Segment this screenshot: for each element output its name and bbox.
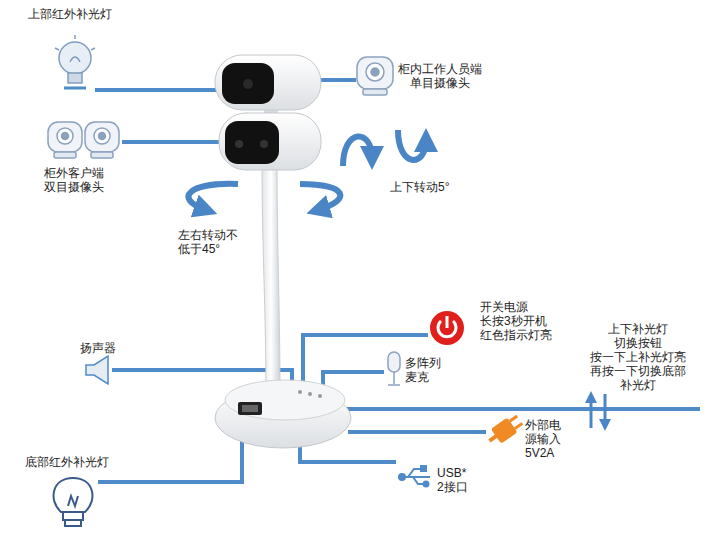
camera-icon	[54, 152, 76, 158]
device-body	[242, 405, 258, 412]
power-icon	[430, 311, 464, 345]
callout-label: 外部电 源输入 5V2A	[525, 418, 561, 460]
infrared-lamp-icon	[54, 478, 93, 512]
usb-icon	[399, 466, 430, 487]
device-body	[222, 63, 274, 104]
callout-label: 上下补光灯 切换按钮 按一下上补光灯亮 再按一下切换底部 补光灯	[590, 322, 686, 392]
rotation-arrow	[188, 184, 238, 210]
camera-icon	[366, 63, 384, 81]
usb-icon	[413, 477, 424, 484]
leader-line	[318, 78, 356, 82]
callout-label: 柜内工作人员端 单目摄像头	[398, 62, 482, 90]
leader-line	[98, 428, 242, 482]
rotation-arrow	[343, 136, 372, 166]
infrared-lamp-icon	[70, 57, 80, 62]
camera-icon	[48, 122, 82, 152]
device-body	[215, 55, 351, 448]
device-body	[260, 140, 268, 148]
infrared-lamp-icon	[64, 87, 86, 90]
microphone-icon	[393, 372, 395, 384]
camera-icon	[357, 57, 393, 95]
infrared-lamp-icon	[91, 48, 95, 50]
infrared-lamp-icon	[59, 42, 91, 74]
callout-label: 多阵列 麦克	[405, 356, 441, 384]
device-body	[318, 394, 322, 398]
device-body	[225, 380, 345, 420]
camera-icon	[48, 122, 119, 158]
infrared-lamp-icon	[68, 496, 78, 506]
switch-arrows	[591, 394, 605, 428]
microphone-icon	[388, 352, 400, 385]
device-body	[238, 402, 262, 415]
callout-label: 左右转动不 低于45°	[178, 228, 238, 256]
power-plug-icon	[488, 434, 498, 442]
callout-label: USB* 2接口	[437, 466, 468, 494]
usb-icon	[399, 474, 405, 480]
callout-label: 柜外客户端 双目摄像头	[44, 166, 104, 194]
camera-icon	[85, 122, 119, 152]
rotation-arrow	[188, 130, 426, 210]
device-body	[225, 121, 279, 164]
rotation-arrow	[398, 130, 426, 160]
camera-icon	[91, 152, 113, 158]
power-plug-icon	[484, 412, 525, 448]
usb-icon	[421, 466, 426, 471]
device-body	[215, 55, 321, 110]
leader-line	[348, 430, 486, 434]
switch-arrows	[590, 397, 593, 428]
camera-icon	[357, 57, 393, 89]
speaker-icon	[86, 356, 108, 384]
camera-icon	[371, 68, 379, 76]
infrared-lamp-icon	[55, 35, 95, 88]
device-body	[308, 392, 312, 396]
rotation-arrow	[300, 184, 340, 210]
infrared-lamp-icon	[65, 520, 81, 526]
camera-icon	[363, 89, 387, 95]
usb-icon	[424, 482, 429, 487]
infrared-lamp-icon	[54, 478, 93, 526]
power-plug-icon	[491, 417, 518, 443]
callout-label: 扬声器	[80, 341, 116, 355]
leader-line	[300, 446, 396, 462]
switch-arrows	[604, 394, 607, 425]
microphone-icon	[388, 352, 400, 372]
device-body	[243, 79, 253, 89]
leader-line	[320, 407, 700, 411]
infrared-lamp-icon	[74, 35, 76, 39]
camera-icon	[57, 128, 73, 144]
leader-line	[95, 88, 226, 92]
power-plug-icon	[509, 415, 518, 423]
callout-label: 上下转动5°	[390, 180, 449, 194]
leader-line	[122, 140, 230, 144]
power-icon	[430, 311, 464, 345]
usb-icon	[408, 469, 421, 477]
microphone-icon	[388, 384, 400, 386]
device-body	[219, 113, 321, 170]
speaker-icon	[86, 356, 108, 384]
camera-icon	[94, 128, 110, 144]
infrared-lamp-icon	[63, 512, 83, 520]
device-body	[262, 168, 280, 388]
camera-icon	[99, 133, 106, 140]
infrared-lamp-icon	[68, 73, 82, 83]
callout-label: 底部红外补光灯	[25, 455, 109, 469]
callout-label: 开关电源 长按3秒开机 红色指示灯亮	[480, 300, 552, 342]
device-body	[298, 390, 302, 394]
infrared-lamp-icon	[55, 48, 59, 50]
leader-line	[95, 80, 700, 482]
power-icon	[446, 316, 449, 328]
camera-icon	[62, 133, 69, 140]
power-plug-icon	[514, 422, 523, 430]
callout-label: 上部红外补光灯	[28, 7, 112, 21]
device-body	[235, 140, 243, 148]
